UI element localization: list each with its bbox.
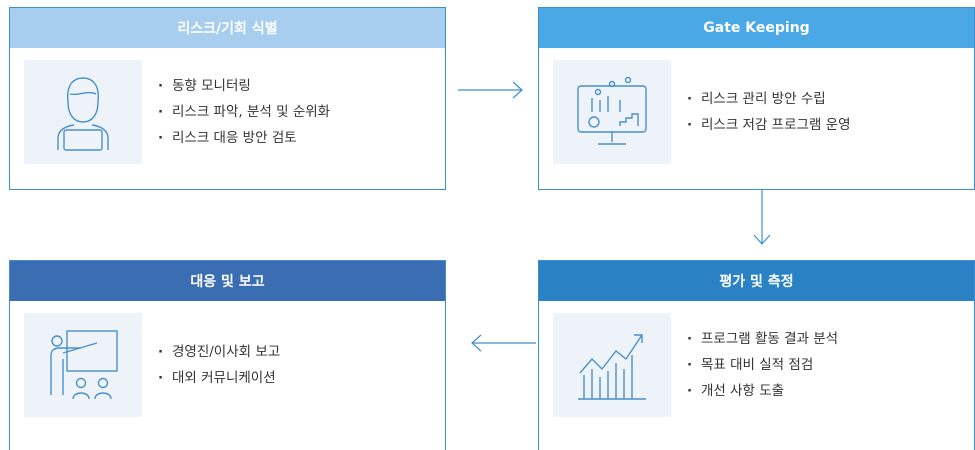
list-item: 동향 모니터링 <box>158 73 330 99</box>
identify-items: 동향 모니터링 리스크 파악, 분석 및 순위화 리스크 대응 방안 검토 <box>158 73 330 151</box>
list-item: 리스크 저감 프로그램 운영 <box>687 112 851 138</box>
respond-card: 대응 및 보고 경영진/이사회 보고 대외 커뮤니케이션 <box>9 260 446 450</box>
arrow-right-icon <box>458 81 523 99</box>
identify-card-body: 동향 모니터링 리스크 파악, 분석 및 순위화 리스크 대응 방안 검토 <box>10 48 445 164</box>
list-item: 대외 커뮤니케이션 <box>158 365 280 391</box>
presentation-icon <box>24 313 142 417</box>
list-item: 리스크 관리 방안 수립 <box>687 86 851 112</box>
respond-items: 경영진/이사회 보고 대외 커뮤니케이션 <box>158 339 280 391</box>
identify-card: 리스크/기회 식별 동향 모니터링 리스크 파악, 분석 및 순위화 리스크 대… <box>9 7 446 190</box>
list-item: 프로그램 활동 결과 분석 <box>687 326 838 352</box>
monitor-analytics-icon <box>553 60 671 164</box>
respond-card-body: 경영진/이사회 보고 대외 커뮤니케이션 <box>10 301 445 417</box>
evaluate-card: 평가 및 측정 프로그램 활동 결과 분석 목표 대비 실적 점검 개선 사항 … <box>538 260 975 450</box>
gate-keeping-items: 리스크 관리 방안 수립 리스크 저감 프로그램 운영 <box>687 86 851 138</box>
list-item: 리스크 대응 방안 검토 <box>158 125 330 151</box>
identify-card-title: 리스크/기회 식별 <box>10 8 445 48</box>
list-item: 목표 대비 실적 점검 <box>687 352 838 378</box>
list-item: 경영진/이사회 보고 <box>158 339 280 365</box>
growth-chart-icon <box>553 313 671 417</box>
gate-keeping-card-title: Gate Keeping <box>539 8 974 48</box>
gate-keeping-card-body: 리스크 관리 방안 수립 리스크 저감 프로그램 운영 <box>539 48 974 164</box>
person-laptop-icon <box>24 60 142 164</box>
list-item: 개선 사항 도출 <box>687 378 838 404</box>
arrow-left-icon <box>471 334 536 352</box>
list-item: 리스크 파악, 분석 및 순위화 <box>158 99 330 125</box>
gate-keeping-card: Gate Keeping 리스크 관리 방안 수립 리스크 저감 프로그램 운영 <box>538 7 975 190</box>
arrow-down-icon <box>753 190 771 245</box>
evaluate-card-body: 프로그램 활동 결과 분석 목표 대비 실적 점검 개선 사항 도출 <box>539 301 974 417</box>
evaluate-card-title: 평가 및 측정 <box>539 261 974 301</box>
respond-card-title: 대응 및 보고 <box>10 261 445 301</box>
evaluate-items: 프로그램 활동 결과 분석 목표 대비 실적 점검 개선 사항 도출 <box>687 326 838 404</box>
